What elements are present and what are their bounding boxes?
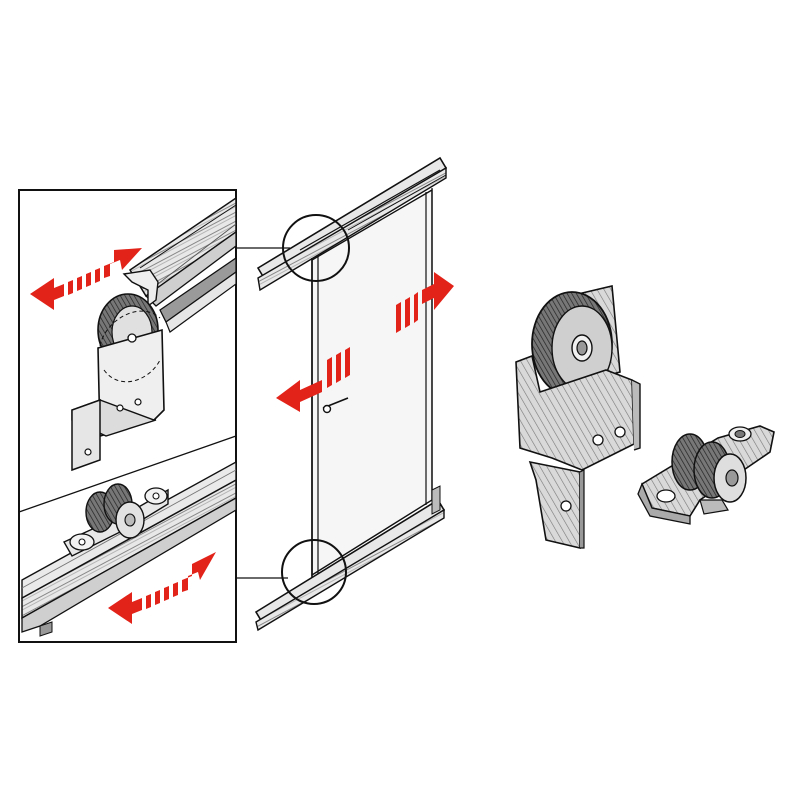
inset-top-rail <box>122 196 237 333</box>
magnifier-circle-top <box>282 214 350 282</box>
inset-top-hanger <box>71 293 165 472</box>
inset-top-arrow <box>30 248 142 310</box>
top-wheel-hanger <box>515 285 641 550</box>
door-right-arrow <box>396 272 454 333</box>
bottom-roller-guide <box>637 425 775 525</box>
leader-lines <box>236 247 290 579</box>
magnifier-circle-bottom <box>281 539 347 605</box>
detail-inset <box>18 189 237 643</box>
inset-bottom-arrow <box>108 552 216 624</box>
door-handle-icon <box>322 397 349 414</box>
door-left-arrow <box>276 347 350 412</box>
glass-door <box>254 156 448 632</box>
inset-bottom-roller <box>63 483 169 557</box>
